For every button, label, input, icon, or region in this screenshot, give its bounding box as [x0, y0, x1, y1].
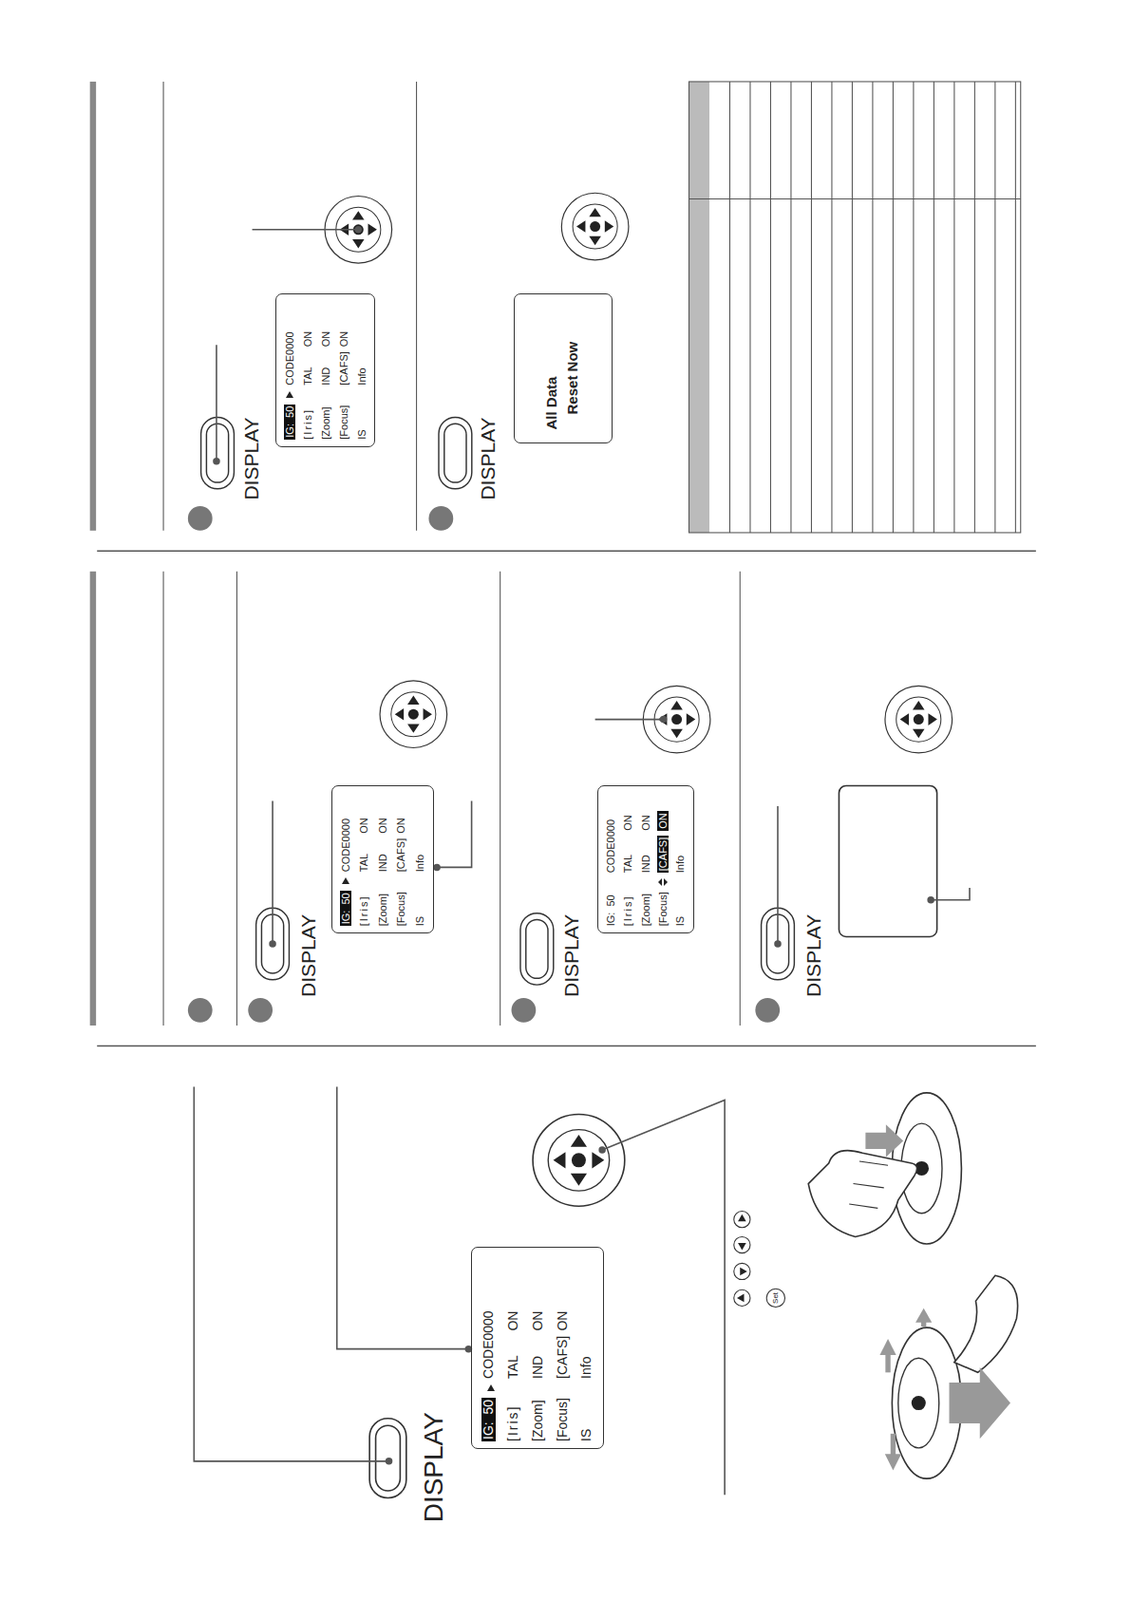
- menu-item: IS: [356, 429, 368, 439]
- button-name: DISPLAY: [802, 914, 825, 998]
- menu-item: ON: [301, 331, 314, 348]
- button-label: DISPLAY: [420, 1412, 448, 1523]
- table-rule: [912, 81, 914, 533]
- menu-item: IG: 50: [283, 404, 296, 440]
- table-rule: [974, 81, 976, 533]
- button-name: DISPLAY: [418, 1412, 449, 1523]
- menu-item: IG: 50: [339, 890, 352, 926]
- key-label: Set: [772, 1292, 780, 1304]
- table-rule: [830, 81, 832, 533]
- button-name: DISPLAY: [560, 914, 583, 998]
- menu-item: ON: [555, 1311, 570, 1332]
- menu-item: IG: 50: [604, 894, 617, 926]
- menu-item: [Iris]: [622, 895, 634, 927]
- menu-item: ON: [657, 811, 669, 831]
- menu-item: ON: [377, 817, 389, 834]
- message-text: All Data: [543, 377, 560, 431]
- cursor-arrow: [658, 877, 668, 887]
- menu-item: ON: [320, 331, 332, 348]
- menu-item: TAL: [506, 1355, 521, 1379]
- lcd-grid: IG: 50 CODE0000 [Iris] TAL ON [Zoom] IND ON [Foc…: [475, 1254, 600, 1442]
- button-label: DISPLAY: [561, 914, 582, 998]
- cursor-arrow: [340, 876, 351, 887]
- menu-item: [Focus]: [657, 891, 669, 926]
- lcd-screen: IG: 50 CODE0000 [Iris] TAL ON [Zoom] IND ON [Foc…: [275, 294, 376, 448]
- button-name: DISPLAY: [297, 914, 320, 998]
- menu-item: ON: [338, 331, 350, 348]
- menu-item: Info: [579, 1357, 594, 1379]
- menu-item: IND: [640, 854, 652, 873]
- button-name: DISPLAY: [476, 416, 499, 500]
- menu-item: [Iris]: [301, 408, 314, 440]
- menu-item: Info: [356, 367, 368, 385]
- menu-item: TAL: [358, 853, 370, 872]
- menu-item: [Zoom]: [640, 893, 652, 926]
- menu-item: CODE0000: [481, 1310, 496, 1379]
- table-rule: [790, 81, 792, 533]
- menu-item: [Zoom]: [320, 406, 332, 439]
- cursor-arrow: [284, 390, 295, 400]
- table-rule: [811, 81, 812, 533]
- message-screen: All DataReset Now: [513, 294, 613, 445]
- table-rule: [1015, 81, 1017, 533]
- menu-item: IG: 50: [481, 1397, 496, 1442]
- menu-item: [Zoom]: [530, 1399, 546, 1442]
- button-label: DISPLAY: [241, 416, 262, 500]
- menu-item: IND: [530, 1356, 546, 1379]
- lcd-grid: IG: 50 CODE0000 [Iris] TAL ON [Zoom] IND ON [Foc…: [602, 792, 690, 926]
- menu-item: [CAFS]: [657, 835, 669, 873]
- menu-item: IND: [320, 367, 332, 386]
- menu-item: IND: [377, 853, 389, 872]
- menu-item: IS: [579, 1429, 594, 1442]
- lcd-grid: IG: 50 CODE0000 [Iris] TAL ON [Zoom] IND ON [Foc…: [280, 301, 371, 440]
- menu-item: [Focus]: [555, 1397, 570, 1442]
- button-label: DISPLAY: [298, 914, 319, 998]
- menu-item: [CAFS]: [395, 838, 407, 872]
- menu-item: CODE0000: [283, 331, 296, 385]
- table-rule: [953, 81, 955, 533]
- table-rule: [871, 81, 873, 533]
- table-rule: [851, 81, 853, 533]
- menu-item: ON: [622, 814, 634, 831]
- menu-item: Info: [674, 855, 686, 873]
- menu-item: [Iris]: [506, 1405, 521, 1442]
- table-rule: [749, 81, 751, 533]
- menu-item: [Zoom]: [377, 893, 389, 926]
- menu-item: ON: [395, 817, 407, 834]
- menu-item: IS: [414, 916, 426, 926]
- menu-item: [CAFS]: [338, 351, 350, 385]
- menu-item: TAL: [301, 366, 314, 385]
- menu-item: [Focus]: [395, 891, 407, 926]
- menu-item: [Focus]: [338, 405, 350, 440]
- button-name: DISPLAY: [240, 416, 263, 500]
- lcd-screen: IG: 50 CODE0000 [Iris] TAL ON [Zoom] IND ON [Foc…: [331, 785, 434, 934]
- cursor-arrow: [483, 1383, 493, 1394]
- message-text: Reset Now: [564, 341, 581, 416]
- menu-item: [CAFS]: [555, 1336, 570, 1379]
- menu-item: ON: [506, 1311, 521, 1332]
- menu-item: ON: [530, 1311, 546, 1332]
- menu-item: Info: [414, 854, 426, 872]
- lcd-screen: IG: 50 CODE0000 [Iris] TAL ON [Zoom] IND ON [Foc…: [597, 785, 695, 934]
- table-rule: [933, 81, 935, 533]
- menu-item: CODE0000: [604, 819, 617, 873]
- button-label: DISPLAY: [803, 914, 824, 998]
- lcd-screen: IG: 50 CODE0000 [Iris] TAL ON [Zoom] IND ON [Foc…: [471, 1246, 604, 1450]
- button-label: DISPLAY: [477, 416, 498, 500]
- table-rule: [994, 81, 996, 533]
- table-rule: [892, 81, 894, 533]
- menu-item: ON: [640, 814, 652, 831]
- menu-item: TAL: [622, 854, 634, 873]
- table-rule: [770, 81, 772, 533]
- menu-item: ON: [358, 817, 370, 834]
- key-label-text: Set: [771, 1292, 780, 1304]
- menu-item: IS: [674, 916, 686, 926]
- menu-item: CODE0000: [339, 818, 352, 872]
- table-rule: [729, 81, 731, 533]
- lcd-grid: IG: 50 CODE0000 [Iris] TAL ON [Zoom] IND ON [Foc…: [336, 792, 429, 926]
- menu-item: [Iris]: [358, 895, 370, 927]
